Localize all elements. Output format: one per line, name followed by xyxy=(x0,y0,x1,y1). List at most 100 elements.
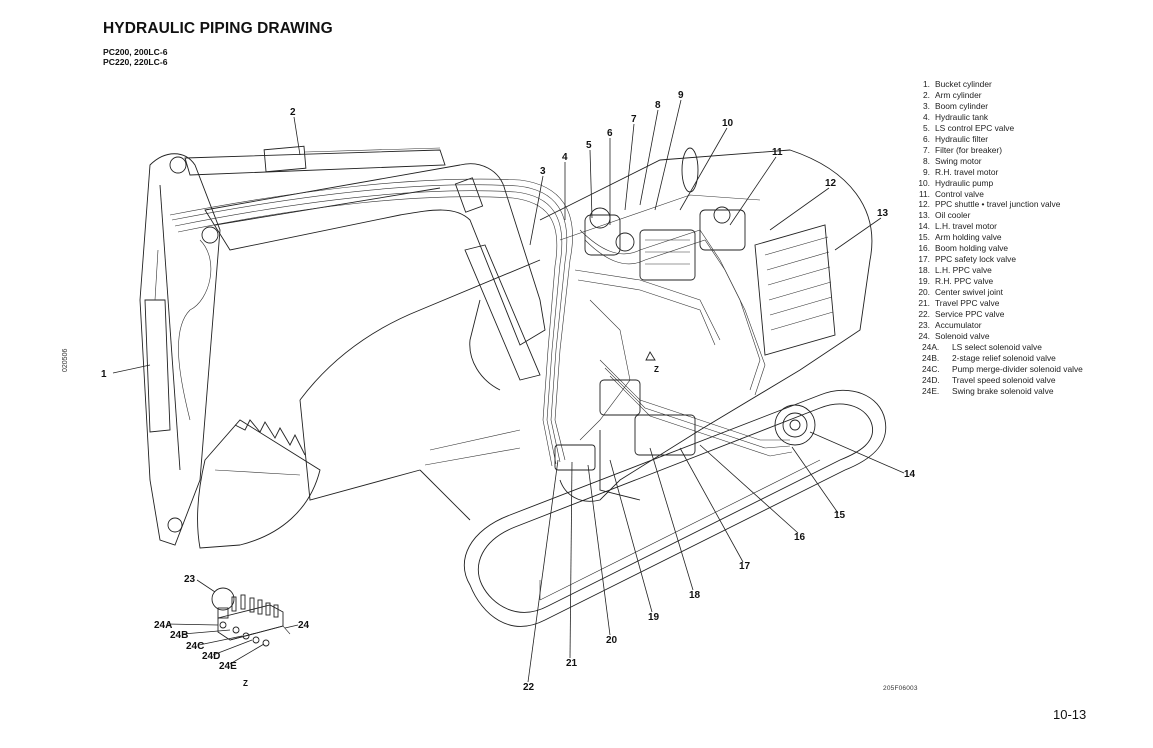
legend-sub-item-number: 24D. xyxy=(922,374,940,385)
legend-item-label: Filter (for breaker) xyxy=(935,144,1003,155)
legend-item-label: Solenoid valve xyxy=(935,330,990,341)
legend-item: 4.Hydraulic tank xyxy=(912,112,1083,123)
view-z-marker: Z xyxy=(654,365,659,374)
legend-item: 24.Solenoid valve xyxy=(912,331,1083,342)
legend-item: 8. Swing motor xyxy=(912,156,1083,167)
arm-cylinder xyxy=(184,145,446,176)
legend-item-number: 17. xyxy=(918,254,930,265)
legend-item: 21. Travel PPC valve xyxy=(912,298,1083,309)
callout-24d: 24D xyxy=(202,651,220,662)
callout-4: 4 xyxy=(562,152,568,163)
legend-item: 13. Oil cooler xyxy=(912,210,1083,221)
legend-item-number: 8. xyxy=(923,155,930,166)
legend-item-number: 19. xyxy=(918,276,930,287)
callout-2: 2 xyxy=(290,107,296,118)
callout-6: 6 xyxy=(607,128,613,139)
legend-item-number: 5. xyxy=(923,122,930,133)
travel-motor xyxy=(774,404,816,446)
callout-1: 1 xyxy=(101,369,107,380)
legend-item-number: 2. xyxy=(923,89,930,100)
legend-item: 6.Hydraulic filter xyxy=(912,134,1083,145)
hydraulic-piping xyxy=(169,178,793,467)
legend-item-label: Boom cylinder xyxy=(935,100,989,111)
legend-item-number: 22. xyxy=(918,309,930,320)
model-list: PC200, 200LC-6 PC220, 220LC-6 xyxy=(103,47,168,67)
callout-21: 21 xyxy=(566,658,578,669)
callout-8: 8 xyxy=(655,100,661,111)
legend-item-number: 23. xyxy=(918,319,930,330)
callout-22: 22 xyxy=(523,682,535,693)
legend-sub-item: 24A.LS select solenoid valve xyxy=(912,342,1083,353)
callout-19: 19 xyxy=(648,612,660,623)
legend-item-number: 21. xyxy=(918,298,930,309)
legend-item-label: Hydraulic pump xyxy=(935,177,994,188)
legend-item-number: 1. xyxy=(923,79,930,89)
legend-item-label: Arm cylinder xyxy=(935,89,982,100)
callout-10: 10 xyxy=(722,118,734,129)
legend-item: 17.PPC safety lock valve xyxy=(912,254,1083,265)
callout-23: 23 xyxy=(184,574,196,585)
bucket xyxy=(197,419,321,549)
callout-14: 14 xyxy=(904,469,916,480)
crawler-track xyxy=(463,389,887,627)
callout-24e: 24E xyxy=(219,661,237,672)
legend-item-label: L.H. PPC valve xyxy=(935,265,992,276)
page-title: HYDRAULIC PIPING DRAWING xyxy=(103,20,333,37)
callout-5: 5 xyxy=(586,140,592,151)
legend-item-label: PPC shuttle • travel junction valve xyxy=(935,199,1061,210)
legend-sub-item: 24B. 2-stage relief solenoid valve xyxy=(912,353,1083,364)
legend-item-number: 13. xyxy=(918,210,930,221)
legend-item: 9.R.H. travel motor xyxy=(912,167,1083,178)
solenoid-valve-detail xyxy=(211,587,291,647)
legend-item-label: Oil cooler xyxy=(935,210,971,221)
legend-item-label: Boom holding valve xyxy=(935,243,1009,254)
detail-z-label: Z xyxy=(243,679,248,688)
leader-lines xyxy=(112,99,905,683)
legend-sub-item-label: Travel speed solenoid valve xyxy=(952,374,1056,385)
legend-item-label: Arm holding valve xyxy=(935,232,1002,243)
legend-item-label: R.H. travel motor xyxy=(935,166,999,177)
callout-labels: 1 2 3 4 5 6 7 8 9 10 11 12 13 14 15 16 1… xyxy=(101,90,916,693)
legend-item: 23.Accumulator xyxy=(912,320,1083,331)
legend-item: 22.Service PPC valve xyxy=(912,309,1083,320)
legend-item-number: 12. xyxy=(918,199,930,210)
legend-item-number: 14. xyxy=(918,221,930,232)
legend-item: 5. LS control EPC valve xyxy=(912,123,1083,134)
legend-item: 1. Bucket cylinder xyxy=(912,79,1083,90)
callout-18: 18 xyxy=(689,590,701,601)
model-line-1: PC200, 200LC-6 xyxy=(103,47,168,57)
legend-item: 11.Control valve xyxy=(912,189,1083,200)
callout-20: 20 xyxy=(606,635,618,646)
legend-sub-item-number: 24A. xyxy=(922,341,940,352)
callout-16: 16 xyxy=(794,532,806,543)
legend-item-number: 3. xyxy=(923,100,930,111)
model-line-2: PC220, 220LC-6 xyxy=(103,57,168,67)
callout-17: 17 xyxy=(739,561,751,572)
callout-3: 3 xyxy=(540,166,546,177)
legend-sub-item-number: 24E. xyxy=(922,385,940,396)
legend-item-label: Hydraulic tank xyxy=(935,111,989,122)
legend-sub-item-number: 24B. xyxy=(922,352,940,363)
legend-item: 3. Boom cylinder xyxy=(912,101,1083,112)
legend-sub-item: 24E.Swing brake solenoid valve xyxy=(912,386,1083,397)
legend-item-number: 11. xyxy=(918,188,930,199)
legend-item-label: LS control EPC valve xyxy=(935,122,1015,133)
legend-item-label: Bucket cylinder xyxy=(935,79,992,89)
bucket-cylinder xyxy=(144,249,171,433)
page-number: 10-13 xyxy=(1053,707,1087,722)
arm xyxy=(139,153,221,546)
callout-11: 11 xyxy=(772,147,783,158)
legend-item-label: Travel PPC valve xyxy=(935,298,1000,309)
legend-item-label: Hydraulic filter xyxy=(935,133,989,144)
legend-item-label: Swing motor xyxy=(935,155,982,166)
legend-sub-item: 24C.Pump merge-divider solenoid valve xyxy=(912,364,1083,375)
parts-legend: 1. Bucket cylinder 2. Arm cylinder 3. Boom cy… xyxy=(912,79,1083,397)
callout-24c: 24C xyxy=(186,641,204,652)
legend-sub-item: 24D. Travel speed solenoid valve xyxy=(912,375,1083,386)
valve-cluster xyxy=(554,206,746,471)
legend-sub-item-label: 2-stage relief solenoid valve xyxy=(952,352,1056,363)
legend-item: 2. Arm cylinder xyxy=(912,90,1083,101)
legend-item: 19. R.H. PPC valve xyxy=(912,276,1083,287)
legend-item-label: R.H. PPC valve xyxy=(935,276,994,287)
